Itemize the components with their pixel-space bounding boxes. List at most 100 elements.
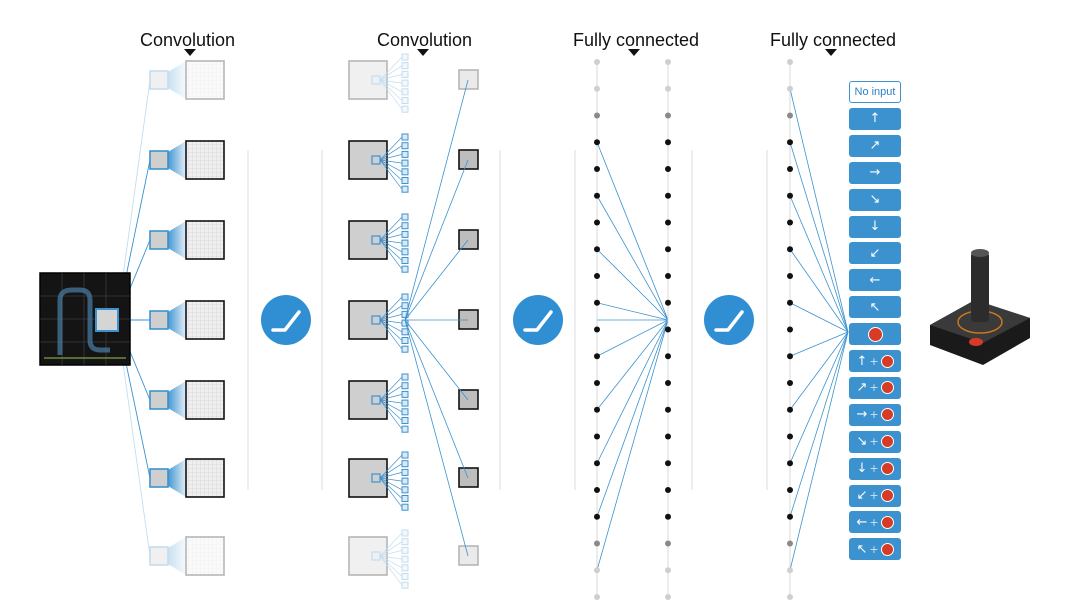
plus-icon: + (869, 542, 879, 556)
filter-unit (401, 477, 409, 485)
filter-unit (401, 222, 409, 230)
connection-line (596, 319, 669, 357)
filter-line (379, 296, 403, 321)
neuron (594, 406, 600, 413)
neuron (594, 273, 600, 279)
filter-unit (401, 168, 409, 176)
header-fc1: Fully connected (573, 30, 700, 50)
filter-unit (401, 239, 409, 247)
header-conv1: Convolution (140, 30, 236, 50)
neuron (665, 460, 671, 467)
header-fc2: Fully connected (770, 30, 897, 50)
receptive-beam (168, 141, 186, 179)
receptive-beam (168, 61, 186, 99)
action-up-right-fire: ↗+ (849, 376, 901, 399)
fire-button (969, 338, 983, 346)
neuron (665, 513, 671, 520)
output-unit (458, 389, 479, 410)
joystick-icon (930, 249, 1030, 365)
neuron (787, 246, 793, 253)
header-fc1-arrow (628, 49, 640, 56)
filter-line (379, 319, 403, 341)
filter-line (379, 79, 403, 84)
connection-line (789, 142, 849, 333)
filter-line (379, 463, 403, 479)
filter-unit (401, 546, 409, 554)
connection-line (789, 302, 849, 333)
header-conv2-arrow (417, 49, 429, 56)
receptive-beam (168, 537, 186, 575)
fire-button-icon (880, 462, 894, 476)
filter-unit (401, 399, 409, 407)
neuron (665, 487, 671, 493)
filter-line (379, 399, 403, 430)
feature-map (185, 220, 225, 260)
conv2-row (348, 451, 479, 511)
filter-line (379, 74, 403, 81)
action-left: ← (849, 269, 901, 292)
connection-line (404, 239, 469, 321)
filter-unit (401, 408, 409, 416)
focus-patch (95, 308, 119, 332)
filter-line (379, 399, 403, 421)
filter-unit (401, 88, 409, 96)
filter-line (379, 532, 403, 557)
connection-line (596, 248, 669, 321)
connection-line (596, 319, 669, 571)
neuron (665, 380, 671, 386)
arrow-icon: → (869, 165, 881, 181)
fire-button-icon (880, 381, 894, 395)
action-up-fire: ↑+ (849, 350, 901, 372)
neuron (787, 567, 793, 574)
filter-line (379, 477, 403, 499)
filter-line (379, 239, 403, 244)
neuron (594, 139, 600, 146)
filter-line (379, 305, 403, 321)
output-unit (458, 149, 479, 170)
filter-patch (149, 468, 169, 488)
arrow-icon: → (856, 407, 868, 423)
action-up-left-fire: ↖+ (849, 538, 901, 561)
fire-button-icon (880, 354, 894, 368)
filter-line (379, 79, 403, 93)
conv2-row (348, 293, 479, 353)
neuron (665, 540, 671, 547)
filter-unit (401, 564, 409, 572)
filter-unit (401, 495, 409, 502)
connection-line (404, 159, 469, 321)
filter-unit (401, 390, 409, 398)
filter-line (379, 154, 403, 161)
neuron (594, 567, 600, 574)
relu-curve (271, 310, 301, 332)
neuron (665, 433, 671, 440)
filter-unit (401, 142, 409, 150)
filter-line (379, 385, 403, 401)
filter-line (379, 454, 403, 479)
feature-map (185, 536, 225, 576)
neuron (665, 85, 671, 92)
neuron (665, 353, 671, 360)
neuron (594, 460, 600, 467)
filter-unit (401, 529, 409, 537)
filter-unit (401, 213, 409, 221)
filter-line (379, 399, 403, 404)
relu-icon (261, 295, 311, 345)
filter-unit (401, 451, 409, 459)
neuron (787, 192, 793, 199)
neuron (787, 59, 793, 65)
filter-unit (401, 538, 409, 546)
connection-line (404, 319, 469, 557)
filter-unit (401, 150, 409, 158)
neuron (665, 273, 671, 279)
action-down-right: ↘ (849, 188, 901, 211)
neuron (594, 219, 600, 226)
filter-line (379, 477, 403, 508)
neuron (665, 326, 671, 333)
relu-curve (714, 310, 744, 332)
neuron (787, 353, 793, 360)
conv1-row (116, 60, 225, 321)
arrow-icon: ↘ (869, 192, 881, 208)
conv2-row (348, 53, 479, 113)
receptive-beam (168, 301, 186, 339)
